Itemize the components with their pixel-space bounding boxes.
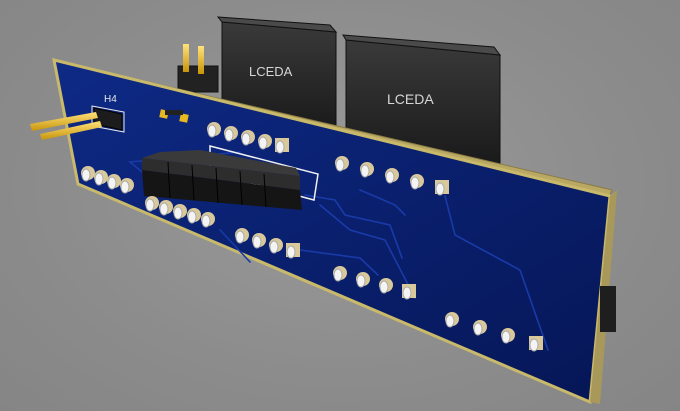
pin-stub bbox=[107, 176, 117, 190]
through-hole-pads bbox=[81, 122, 543, 352]
pin-stub bbox=[207, 124, 217, 138]
pin-stub bbox=[402, 286, 412, 300]
pin-stub bbox=[473, 322, 483, 336]
female-socket bbox=[142, 150, 302, 210]
pin-stub bbox=[435, 182, 445, 196]
standoff bbox=[600, 286, 616, 332]
pin-stub bbox=[201, 214, 211, 228]
pin-stub bbox=[173, 206, 183, 220]
pin-stub bbox=[360, 164, 370, 178]
smd-pads bbox=[159, 109, 189, 123]
pin-stub bbox=[356, 274, 366, 288]
pin-stub bbox=[94, 172, 104, 186]
pin-stub bbox=[81, 168, 91, 182]
pin-stub bbox=[235, 230, 245, 244]
header-h4: H4 bbox=[30, 94, 125, 140]
pin-stub bbox=[286, 245, 296, 259]
pin-stub bbox=[275, 140, 285, 154]
connector-right-label: LCEDA bbox=[387, 91, 434, 107]
pin-stub bbox=[159, 202, 169, 216]
pin-stub bbox=[145, 198, 155, 212]
pin-stub bbox=[445, 314, 455, 328]
vertical-pin-header bbox=[177, 44, 219, 93]
connector-right: LCEDA bbox=[342, 34, 502, 165]
pin-stub bbox=[385, 170, 395, 184]
pin-stub bbox=[187, 210, 197, 224]
pin-stub bbox=[529, 338, 539, 352]
header-h4-designator: H4 bbox=[104, 94, 117, 105]
connector-left-label: LCEDA bbox=[249, 64, 293, 79]
pin-stub bbox=[224, 128, 234, 142]
pin-stub bbox=[120, 180, 130, 194]
pcb-board bbox=[52, 57, 617, 405]
pin-stub bbox=[269, 240, 279, 254]
pin-stub bbox=[333, 268, 343, 282]
pin-stub bbox=[335, 158, 345, 172]
pin-stub bbox=[252, 235, 262, 249]
pin-stub bbox=[258, 136, 268, 150]
pin-stub bbox=[379, 280, 389, 294]
pin-stub bbox=[410, 176, 420, 190]
pin-stub bbox=[501, 330, 511, 344]
pin-stub bbox=[241, 132, 251, 146]
connector-left: LCEDA bbox=[216, 16, 338, 131]
